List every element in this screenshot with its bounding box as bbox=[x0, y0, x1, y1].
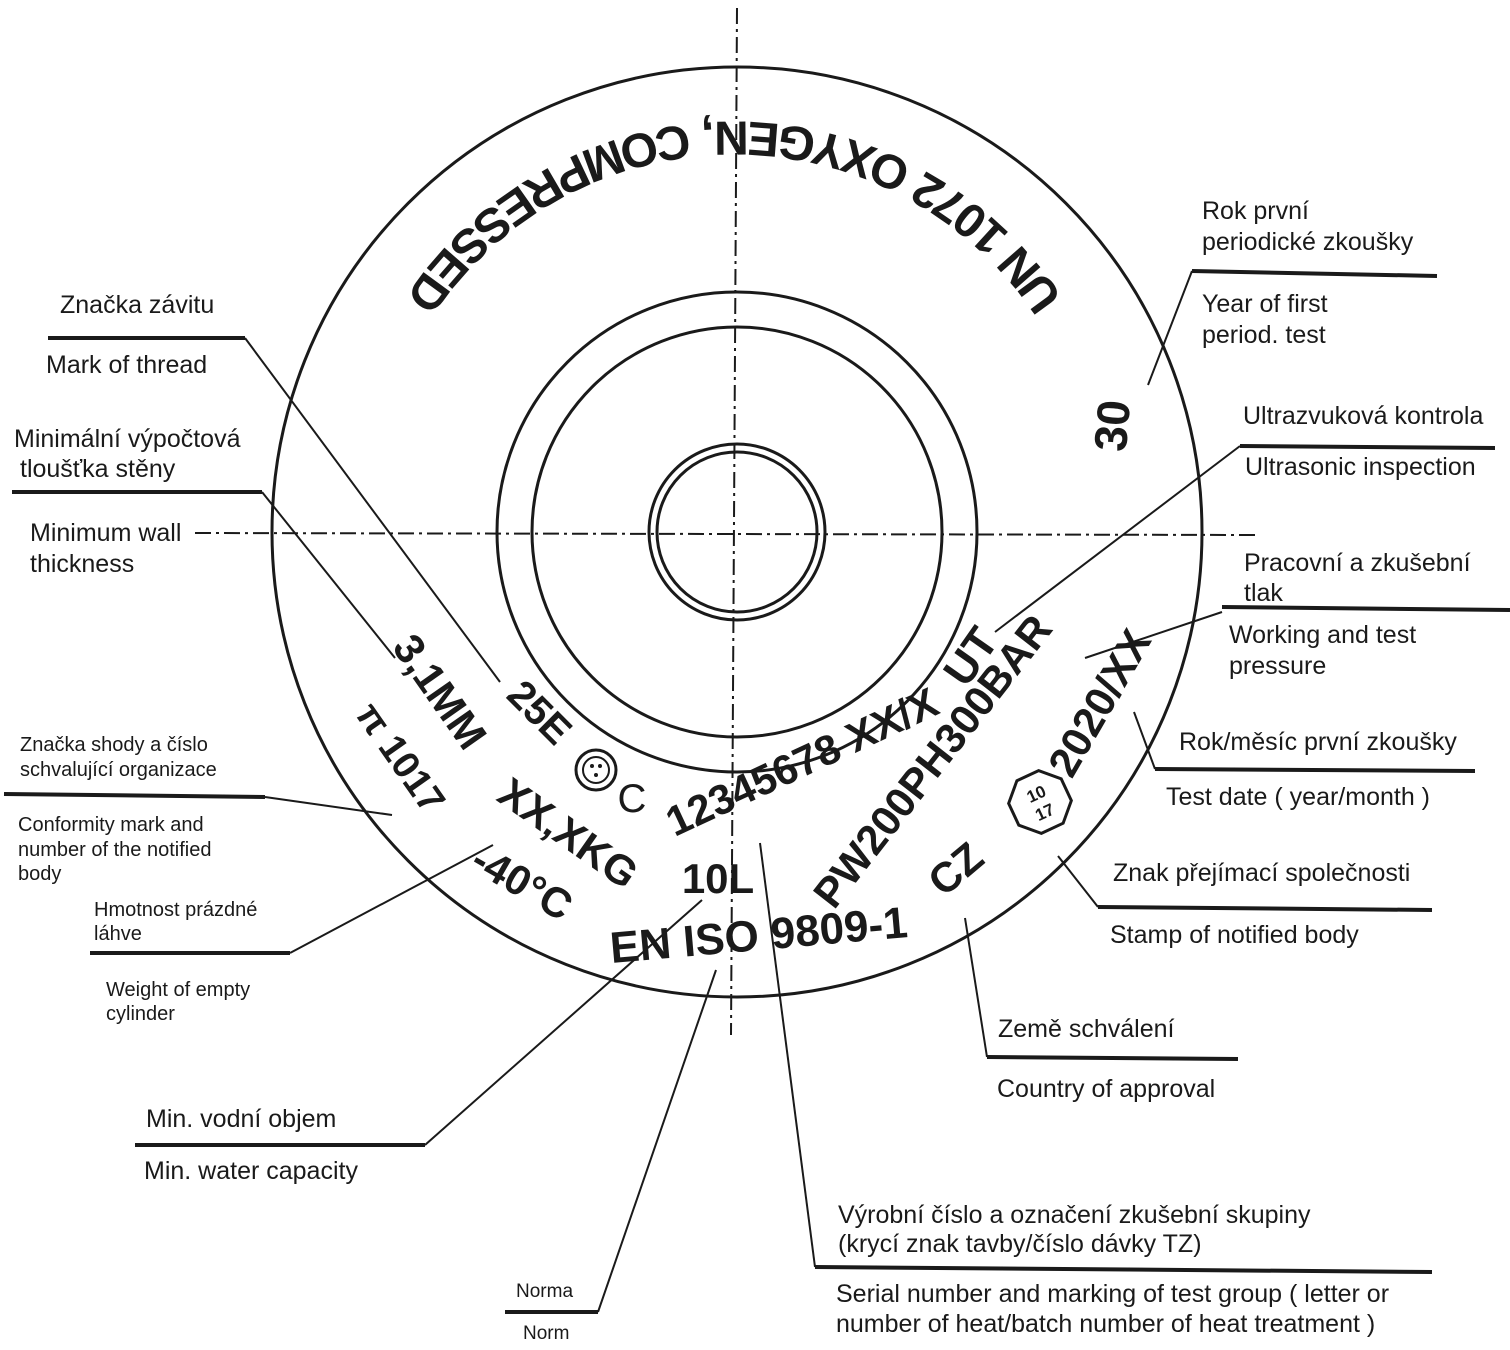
conformity-mark-icon bbox=[574, 748, 618, 792]
ut-label-cz: Ultrazvuková kontrola bbox=[1243, 402, 1484, 430]
weight-label-cz-1: Hmotnost prázdné bbox=[94, 899, 258, 921]
conformity-label-cz-2: schvalující organizace bbox=[20, 759, 217, 781]
date-label-cz: Rok/měsíc první zkoušky bbox=[1179, 728, 1457, 756]
weight-label-en-1: Weight of empty bbox=[106, 979, 251, 1001]
norm-label-en: Norm bbox=[523, 1323, 570, 1344]
serial-label-en-2: number of heat/batch number of heat trea… bbox=[836, 1310, 1376, 1338]
weight-label-cz-2: láhve bbox=[94, 923, 142, 945]
conformity-c-stamp: C bbox=[618, 777, 647, 821]
weight-label-en-2: cylinder bbox=[106, 1003, 175, 1025]
first-test-year-stamp: 30 bbox=[1084, 398, 1140, 454]
wall-label-en-2: thickness bbox=[30, 550, 135, 578]
volume-label-en: Min. water capacity bbox=[144, 1157, 358, 1185]
volume-stamp: 10L bbox=[682, 855, 754, 902]
year-label-en-2: period. test bbox=[1202, 321, 1326, 349]
wall-label-en-1: Minimum wall bbox=[30, 518, 186, 549]
stamp-label-en: Stamp of notified body bbox=[1110, 921, 1359, 949]
conformity-label-en-1: Conformity mark and bbox=[18, 814, 204, 836]
thread-stamp: 25E bbox=[498, 672, 579, 753]
conformity-label-en-2: number of the notified bbox=[18, 839, 212, 861]
conformity-label-en-3: body bbox=[18, 863, 62, 885]
serial-label-cz-1: Výrobní číslo a označení zkušební skupin… bbox=[838, 1201, 1311, 1229]
thread-label-cz: Značka závitu bbox=[60, 291, 215, 319]
country-label-en: Country of approval bbox=[997, 1075, 1216, 1103]
year-label-en-1: Year of first bbox=[1202, 290, 1328, 318]
serial-label-en-1: Serial number and marking of test group … bbox=[836, 1280, 1390, 1308]
horizontal-center-line bbox=[194, 532, 1256, 536]
pressure-label-cz-2: tlak bbox=[1244, 579, 1283, 607]
volume-label-cz: Min. vodní objem bbox=[146, 1105, 337, 1133]
serial-label-cz-2: (krycí znak tavby/číslo dávky TZ) bbox=[838, 1230, 1202, 1258]
ut-label-en: Ultrasonic inspection bbox=[1245, 453, 1476, 481]
gas-designation-stamp: UN 1072 OXYGEN, COMPRESSED bbox=[396, 111, 1072, 323]
cylinder-neck-ring bbox=[530, 325, 944, 739]
valve-inner-ring bbox=[655, 450, 819, 614]
leader-lines bbox=[244, 270, 1241, 1313]
conformity-label-cz-1: Značka shody a číslo bbox=[20, 734, 208, 756]
standard-stamp: EN ISO 9809-1 bbox=[608, 898, 910, 973]
cylinder-shoulder-ring bbox=[495, 290, 979, 774]
wall-label-cz-1: Minimální výpočtová bbox=[14, 425, 241, 453]
pressure-label-en-1: Working and test bbox=[1229, 621, 1417, 649]
date-label-en: Test date ( year/month ) bbox=[1166, 783, 1431, 811]
norm-label-cz: Norma bbox=[516, 1281, 574, 1302]
year-label-cz-1: Rok první bbox=[1202, 197, 1309, 225]
label-underlines bbox=[3, 269, 1510, 1314]
country-label-cz: Země schválení bbox=[998, 1015, 1175, 1043]
stamp-label-cz: Znak přejímací společnosti bbox=[1113, 859, 1411, 887]
vertical-center-line bbox=[730, 7, 738, 1036]
thread-label-en: Mark of thread bbox=[46, 351, 208, 379]
wall-label-cz-2: tloušťka stěny bbox=[20, 455, 176, 483]
pressure-label-cz-1: Pracovní a zkušební bbox=[1244, 549, 1471, 577]
country-stamp: CZ bbox=[919, 833, 992, 905]
pressure-label-en-2: pressure bbox=[1229, 652, 1327, 680]
year-label-cz-2: periodické zkoušky bbox=[1202, 228, 1414, 256]
valve-outer-ring bbox=[647, 442, 827, 622]
